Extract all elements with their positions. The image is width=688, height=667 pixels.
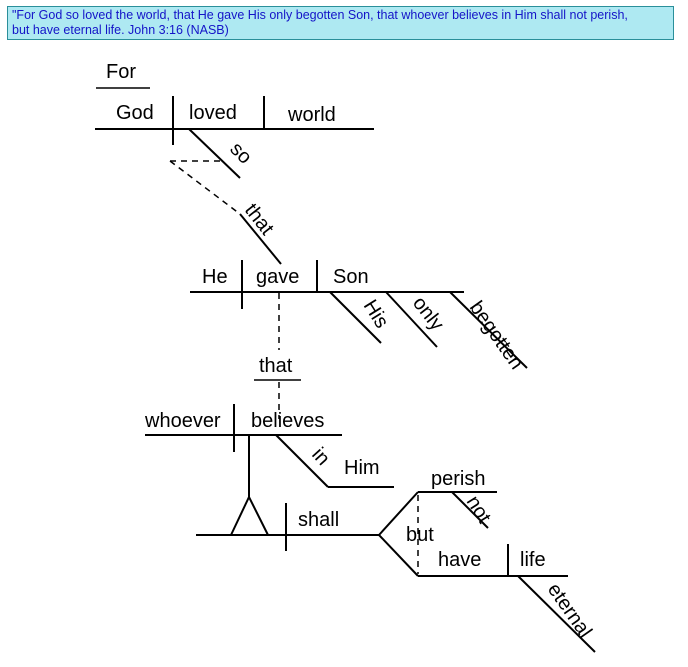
word-only: only	[408, 293, 448, 335]
word-shall: shall	[298, 509, 339, 531]
that-connector-solid	[239, 213, 282, 265]
begotten-modifier-line	[449, 291, 528, 369]
fork-lower	[378, 534, 419, 577]
word-eternal: eternal	[543, 579, 596, 642]
word-son: Son	[333, 266, 369, 288]
word-for: For	[106, 61, 136, 83]
so-modifier-line	[188, 128, 241, 179]
eternal-modifier-line	[517, 575, 596, 653]
word-not: not	[462, 492, 496, 528]
word-believes: believes	[251, 410, 324, 432]
that-connector-diagonal	[169, 160, 241, 215]
fork-upper	[378, 491, 419, 536]
in-modifier-line	[275, 434, 329, 488]
word-life: life	[520, 549, 546, 571]
word-he: He	[202, 266, 228, 288]
word-him: Him	[344, 457, 380, 479]
word-gave: gave	[256, 266, 299, 288]
word-but: but	[406, 524, 434, 546]
not-modifier-line	[451, 491, 489, 529]
word-in: in	[307, 444, 334, 470]
word-so: so	[225, 138, 255, 168]
word-that-2: that	[259, 355, 293, 377]
word-world: world	[287, 104, 336, 126]
word-begotten: begotten	[465, 297, 528, 373]
word-god: God	[116, 102, 154, 124]
word-whoever: whoever	[144, 410, 221, 432]
verse-line-2: but have eternal life. John 3:16 (NASB)	[12, 23, 229, 37]
his-modifier-line	[329, 291, 382, 344]
verse-box: "For God so loved the world, that He gav…	[7, 6, 674, 40]
only-modifier-line	[385, 291, 438, 348]
word-perish: perish	[431, 468, 485, 490]
verse-line-1: "For God so loved the world, that He gav…	[12, 8, 628, 22]
pedestal-legs	[230, 494, 269, 536]
word-have: have	[438, 549, 481, 571]
word-loved: loved	[189, 102, 237, 124]
word-that-1: that	[240, 200, 278, 240]
